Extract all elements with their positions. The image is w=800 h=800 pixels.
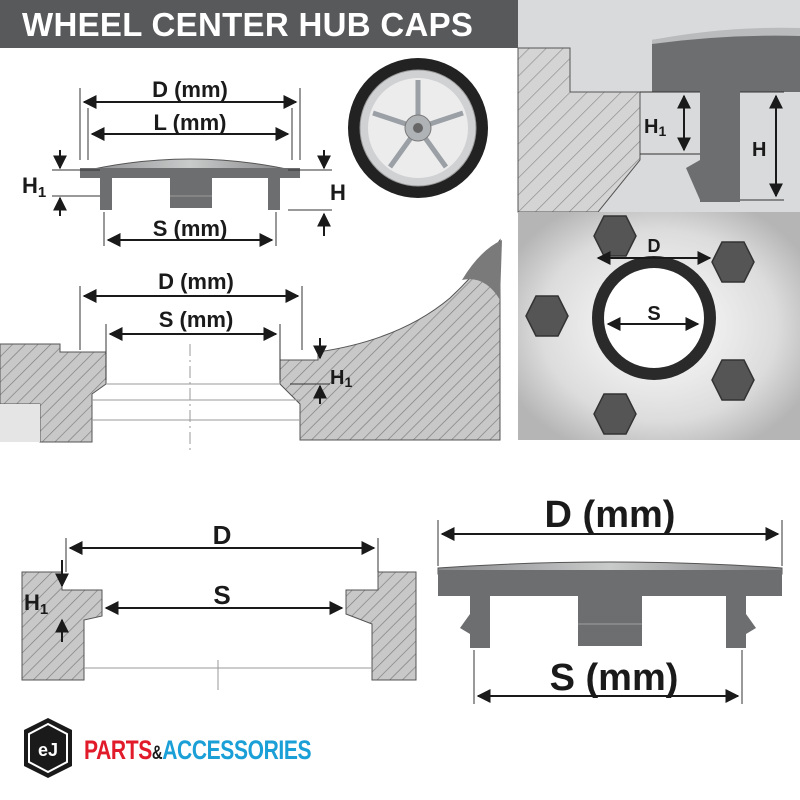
- page-title: WHEEL CENTER HUB CAPS: [22, 6, 474, 43]
- cap-cross-section-closeup: H1 H: [517, 0, 800, 213]
- label-s-mm: S (mm): [153, 216, 228, 241]
- brand-parts: PARTS: [84, 735, 152, 765]
- rim-label-s-mm: S (mm): [159, 307, 234, 332]
- cap-side-view-large: D (mm) S (mm): [437, 494, 783, 704]
- bore-cross-section: D S H1: [21, 520, 417, 690]
- label-d-mm: D (mm): [152, 77, 228, 102]
- cap-large-body: [438, 570, 782, 596]
- hub-label-s: S: [647, 303, 660, 325]
- cap-center-boss: [170, 178, 212, 208]
- rim-label-h1: H1: [330, 367, 352, 390]
- wheel-hub-top-view: D S: [518, 212, 800, 440]
- cap-clip-left: [100, 178, 112, 210]
- label-l-mm: L (mm): [154, 110, 227, 135]
- brand-logo-mark: eJ: [24, 718, 72, 778]
- cap-label-d-mm: D (mm): [545, 494, 676, 536]
- closeup-label-h1: H1: [644, 116, 666, 139]
- brand-wordmark: PARTS&ACCESSORIES: [84, 735, 312, 766]
- rim-cross-section: D (mm) S (mm) H1: [0, 238, 502, 450]
- cap-label-s-mm: S (mm): [550, 657, 679, 699]
- title-banner: WHEEL CENTER HUB CAPS: [0, 0, 518, 48]
- bore-label-h1: H1: [24, 590, 48, 618]
- bore-label-s: S: [213, 580, 230, 610]
- cap-clip-right: [268, 178, 280, 210]
- rim-label-d-mm: D (mm): [158, 269, 234, 294]
- cap-rim: [80, 168, 300, 178]
- hub-label-d: D: [648, 236, 661, 256]
- closeup-label-h: H: [752, 139, 766, 161]
- label-h1: H1: [22, 173, 46, 201]
- wheel-illustration: [348, 58, 488, 198]
- label-h: H: [330, 180, 346, 205]
- brand-ampersand: &: [151, 743, 163, 764]
- svg-text:eJ: eJ: [38, 740, 58, 760]
- cap-dimension-diagram-top: D (mm) L (mm) S (mm) H1 H: [22, 77, 346, 247]
- bore-label-d: D: [213, 520, 232, 550]
- brand-accessories: ACCESSORIES: [162, 735, 312, 765]
